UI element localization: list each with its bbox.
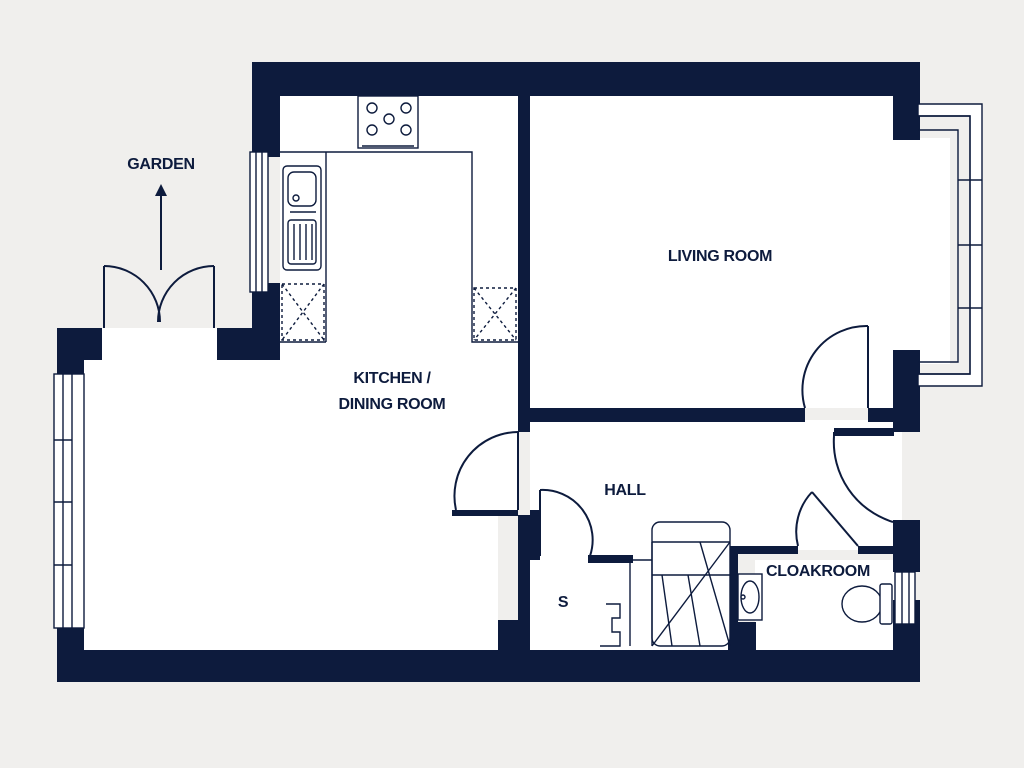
wall-top-outer bbox=[252, 62, 920, 96]
cloakroom-window bbox=[894, 571, 916, 625]
wall-right-mid bbox=[893, 350, 920, 432]
sink-icon bbox=[282, 165, 322, 271]
storage-label: S bbox=[558, 594, 569, 611]
kitchen-fittings bbox=[280, 95, 518, 343]
cloakroom-door bbox=[795, 491, 859, 547]
staircase bbox=[600, 521, 731, 647]
wall-storage-left-base bbox=[498, 620, 530, 650]
hall-label: HALL bbox=[604, 482, 646, 499]
wall-storage-top bbox=[530, 510, 540, 560]
living-room-label: LIVING ROOM bbox=[668, 248, 772, 265]
basin-icon bbox=[737, 573, 763, 621]
kitchen-label-line1: KITCHEN / bbox=[353, 370, 431, 387]
walls bbox=[57, 62, 920, 682]
garden-label: GARDEN bbox=[127, 156, 195, 173]
appliance-space-right bbox=[473, 287, 517, 341]
wall-kitchen-left-upper bbox=[252, 62, 280, 157]
cloakroom-fittings bbox=[737, 573, 893, 625]
wall-cloak-left bbox=[728, 546, 738, 650]
wall-hall-stub bbox=[452, 510, 518, 516]
kitchen-label-line2: DINING ROOM bbox=[339, 396, 446, 413]
wall-living-door-jamb bbox=[868, 408, 895, 422]
hob-icon bbox=[357, 95, 419, 149]
appliance-space-left bbox=[281, 283, 325, 341]
wall-entrance-lintel bbox=[834, 428, 894, 436]
front-door bbox=[832, 432, 894, 523]
wall-stairs-top bbox=[588, 555, 633, 563]
wall-cloak-top bbox=[738, 546, 798, 554]
bay-window-floor bbox=[918, 138, 950, 364]
living-room-door bbox=[801, 324, 869, 409]
wall-living-kitchen bbox=[518, 96, 530, 432]
wall-cloak-top-right bbox=[858, 546, 893, 554]
bay-window bbox=[917, 103, 983, 387]
wall-storage-left bbox=[518, 515, 530, 650]
hall-kitchen-door bbox=[453, 431, 519, 511]
toilet-icon bbox=[841, 583, 893, 625]
doors bbox=[103, 265, 894, 557]
wall-garden-return-right bbox=[217, 328, 280, 360]
kitchen-window bbox=[249, 151, 269, 293]
dining-window bbox=[53, 373, 85, 629]
kitchen-dining-floor bbox=[84, 96, 518, 650]
wall-living-bottom bbox=[530, 408, 805, 422]
wall-entrance-jamb bbox=[893, 520, 920, 572]
living-room-floor bbox=[530, 96, 920, 408]
wall-bottom bbox=[57, 650, 920, 682]
kitchen-worktop bbox=[280, 151, 518, 343]
wall-right-top bbox=[893, 62, 920, 140]
storage-door bbox=[539, 488, 594, 557]
storage-floor bbox=[530, 510, 600, 650]
garden-french-doors bbox=[103, 265, 215, 328]
garden-arrow-icon bbox=[155, 184, 167, 270]
windows bbox=[53, 103, 983, 629]
cloakroom-label: CLOAKROOM bbox=[766, 563, 870, 580]
wall-cloak-base-left bbox=[738, 622, 756, 650]
